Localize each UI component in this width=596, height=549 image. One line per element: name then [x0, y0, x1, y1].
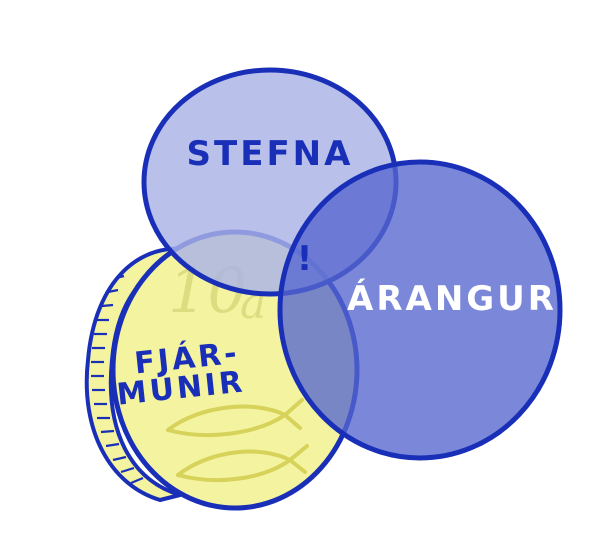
arangur-circle [277, 159, 563, 461]
coin-edge [84, 246, 212, 502]
label-center-exclamation: ! [297, 239, 316, 279]
fish-icon [166, 398, 309, 482]
label-stefna: STEFNA [187, 134, 354, 174]
coin-ridges [91, 274, 144, 485]
label-arangur: ÁRANGUR [347, 278, 557, 319]
